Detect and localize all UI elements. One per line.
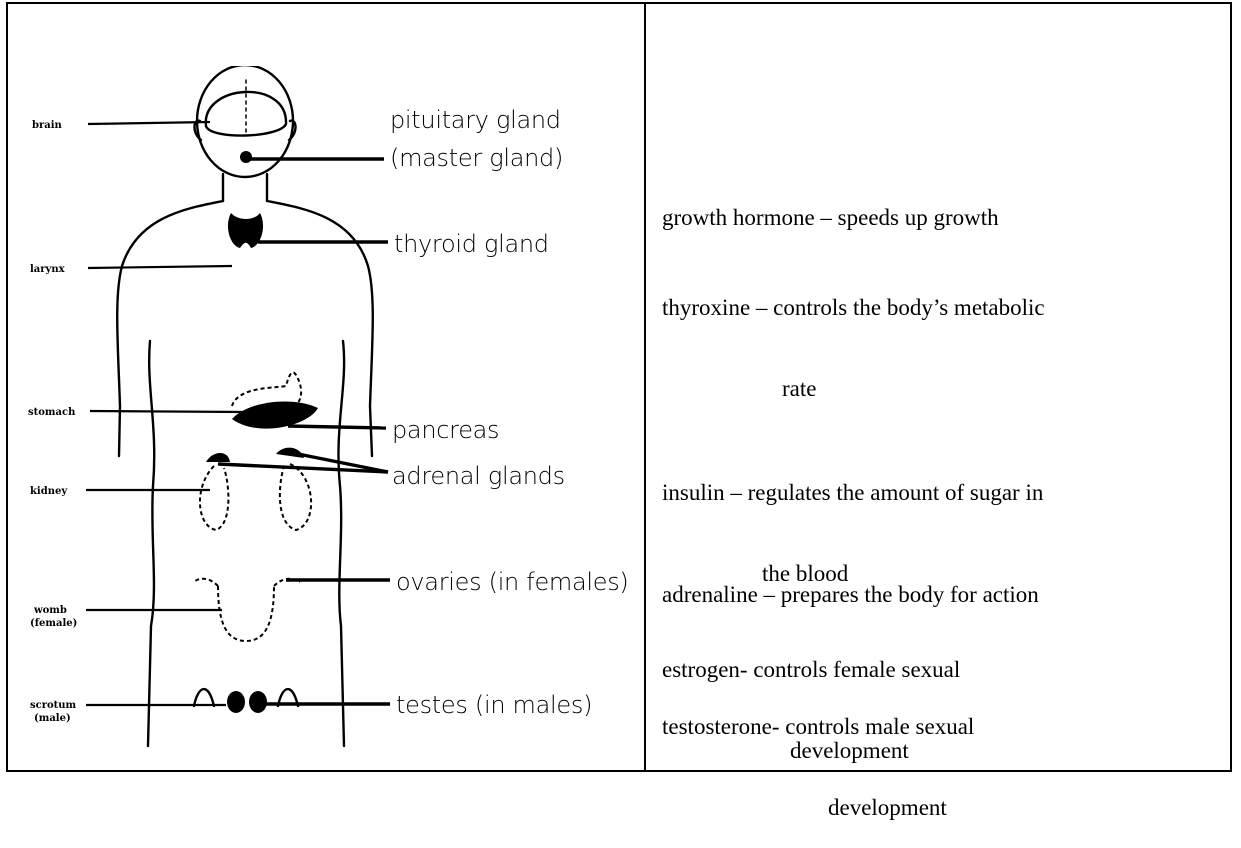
label-womb: womb [33, 605, 67, 616]
label-testes: testes (in males) [396, 691, 592, 719]
brain-pointer [88, 122, 210, 124]
label-stomach: stomach [28, 407, 76, 418]
hormone-thyroxine: thyroxine – controls the body’s metaboli… [662, 240, 1045, 429]
stomach-pointer [90, 411, 246, 412]
label-brain: brain [32, 120, 63, 131]
hormone-insulin-text: insulin – regulates the amount of sugar … [662, 479, 1043, 506]
adrenal-gland-left [206, 453, 230, 462]
hormone-testosterone-text: testosterone- controls male sexual [662, 713, 974, 740]
label-womb-note: (female) [30, 618, 77, 629]
label-master-gland: (master gland) [390, 144, 563, 172]
label-scrotum: scrotum [30, 700, 77, 711]
label-adrenal-glands: adrenal glands [392, 462, 565, 490]
testis-right [249, 691, 267, 713]
kidney-right [280, 464, 311, 530]
pituitary-gland-shape [240, 151, 252, 163]
column-divider [644, 2, 646, 772]
label-ovaries: ovaries (in females) [396, 568, 629, 596]
hormone-testosterone: testosterone- controls male sexual devel… [662, 659, 974, 848]
womb-shape [218, 586, 274, 641]
label-pituitary-gland: pituitary gland [390, 106, 561, 134]
thyroid-gland-shape [228, 213, 263, 248]
hormone-testosterone-cont: development [662, 794, 974, 821]
testis-left [227, 691, 245, 713]
label-pancreas: pancreas [392, 416, 499, 444]
kidney-left [200, 466, 228, 530]
larynx-pointer [88, 266, 232, 268]
endocrine-diagram: brain larynx stomach kidney womb (female… [18, 66, 644, 756]
hormone-thyroxine-text: thyroxine – controls the body’s metaboli… [662, 294, 1045, 321]
label-scrotum-note: (male) [34, 713, 71, 724]
label-kidney: kidney [30, 486, 68, 497]
label-thyroid-gland: thyroid gland [394, 230, 549, 258]
pancreas-pointer [288, 426, 386, 428]
hormone-growth-text: growth hormone – speeds up growth [662, 204, 999, 231]
torso-outline [117, 201, 223, 456]
label-larynx: larynx [30, 264, 66, 275]
hormone-thyroxine-cont: rate [662, 375, 1045, 402]
